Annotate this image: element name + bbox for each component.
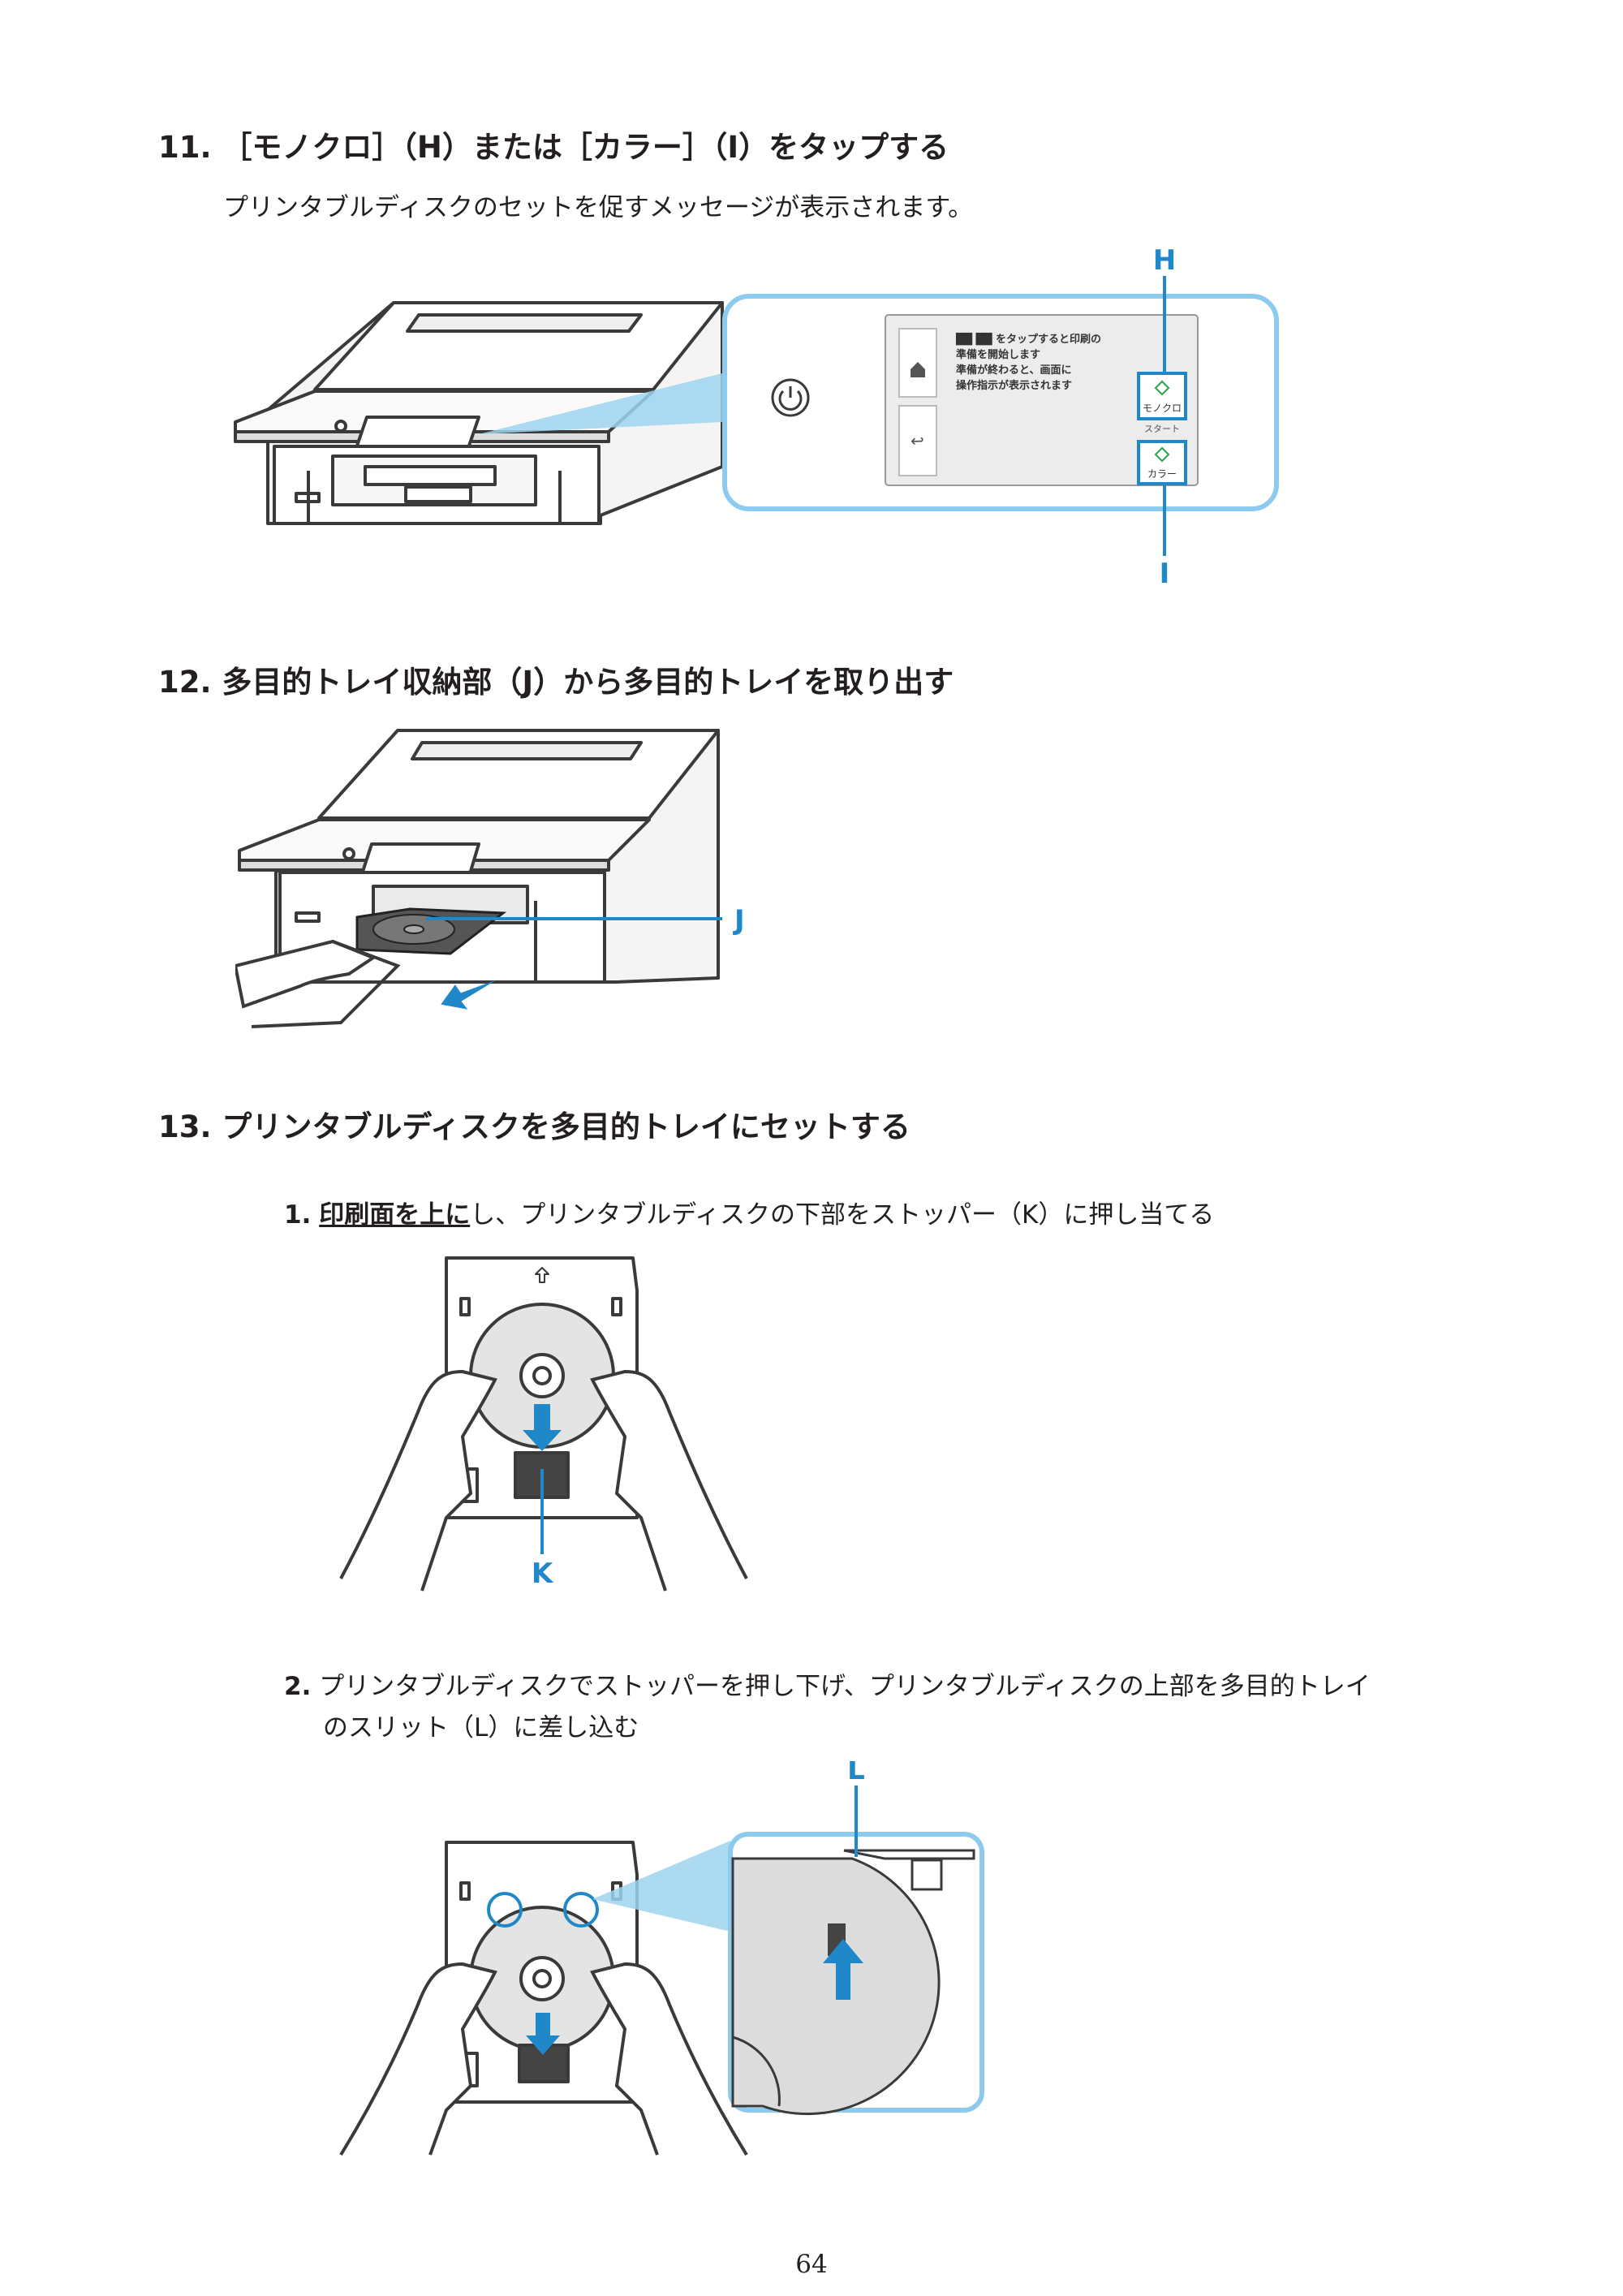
start-label: スタート [1144, 424, 1180, 434]
back-button[interactable] [898, 405, 937, 476]
press-down-arrow-icon [526, 2013, 560, 2055]
screen-message-line-4: 操作指示が表示されます [956, 379, 1072, 392]
zoom-beam [479, 373, 722, 434]
callout-j-label: J [733, 904, 745, 937]
disc-stopper-illustration: K [339, 1256, 748, 1592]
step-11-heading: 11. ［モノクロ］（H）または［カラー］（I）をタップする [158, 130, 949, 165]
home-icon [911, 362, 925, 377]
callout-l-label: L [847, 1761, 865, 1786]
slit-highlight-left [487, 1892, 523, 1928]
step-11-body: プリンタブルディスクのセットを促すメッセージが表示されます。 [223, 193, 974, 222]
callout-i-label: I [1160, 558, 1170, 584]
color-button[interactable] [1137, 440, 1187, 485]
back-icon: ↩ [911, 431, 924, 450]
printer-panel-illustration: ↩ ██ ██ をタップすると印刷の 準備を開始します 準備が終わると、画面に … [234, 244, 1279, 584]
step-13-sub-1: 1. 印刷面を上にし、プリンタブルディスクの下部をストッパー（K）に押し当てる [284, 1198, 1214, 1232]
step-13-heading: 13. プリンタブルディスクを多目的トレイにセットする [158, 1109, 911, 1144]
callout-k-label: K [532, 1557, 554, 1590]
sub-1-emphasis-link[interactable]: 印刷面を上に [319, 1200, 471, 1230]
screen-message-line-2: 準備を開始します [956, 348, 1040, 361]
disc-slit-illustration: L [339, 1761, 984, 2156]
color-label: カラー [1147, 468, 1177, 480]
step-13-sub-2-line-1: 2. プリンタブルディスクでストッパーを押し下げ、プリンタブルディスクの上部を多… [284, 1669, 1371, 1704]
sub-1-text: し、プリンタブルディスクの下部をストッパー（K）に押し当てる [470, 1200, 1215, 1230]
sub-2-text-line-1: プリンタブルディスクでストッパーを押し下げ、プリンタブルディスクの上部を多目的ト… [319, 1672, 1371, 1701]
tray-removal-illustration: J [235, 729, 745, 1028]
sub-2-number: 2. [284, 1672, 312, 1701]
step-12-heading: 12. 多目的トレイ収納部（J）から多目的トレイを取り出す [158, 665, 954, 700]
screen-message-line-1: ██ ██ をタップすると印刷の [955, 332, 1101, 346]
mono-start-icon [1154, 380, 1170, 396]
sub-2-text-line-2: のスリット（L）に差し込む [323, 1713, 639, 1742]
callout-h-label: H [1153, 244, 1176, 277]
page-number: 64 [795, 2250, 828, 2279]
touch-screen [885, 314, 1199, 486]
slit-highlight-right [563, 1892, 599, 1928]
mono-label: モノクロ [1143, 403, 1182, 414]
pull-arrow-icon [441, 980, 497, 1010]
sub-1-number: 1. [284, 1200, 312, 1230]
screen-message-line-3: 準備が終わると、画面に [956, 364, 1071, 377]
insert-up-arrow-icon [823, 1939, 863, 2000]
push-down-arrow-icon [523, 1404, 562, 1451]
color-start-icon [1154, 446, 1170, 463]
